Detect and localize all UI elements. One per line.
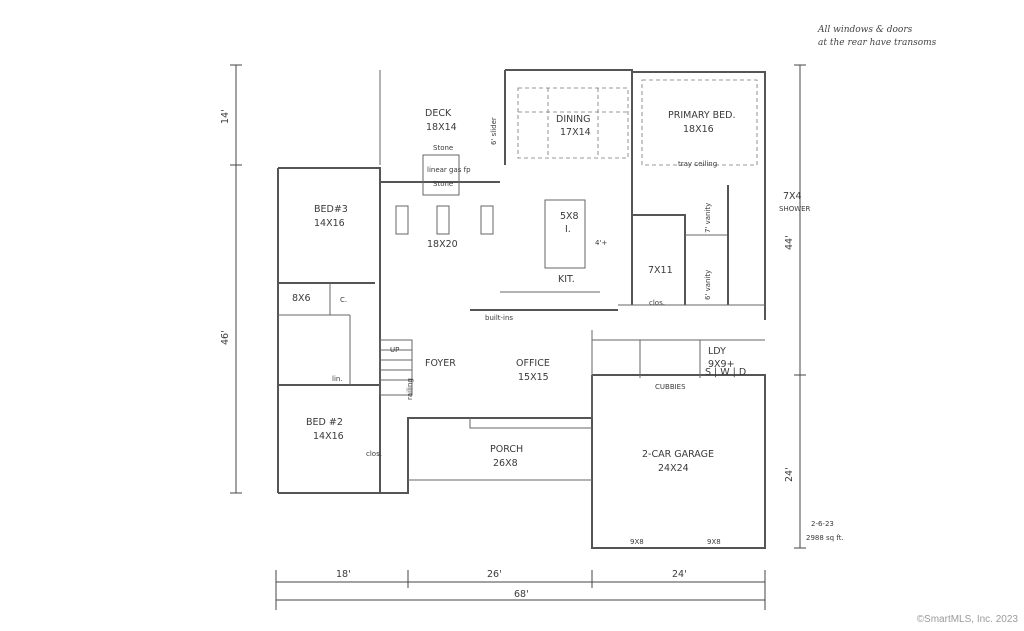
stone-label-top: Stone xyxy=(433,144,453,152)
plan-area: 2988 sq ft. xyxy=(806,534,844,542)
dimension-lines xyxy=(230,64,806,610)
garage-size: 24X24 xyxy=(658,463,689,474)
note-line-1: All windows & doors xyxy=(817,25,913,35)
dim-left-main: 46' xyxy=(220,330,231,345)
ceiling-dash-lines xyxy=(517,79,758,166)
exterior-walls xyxy=(277,69,766,549)
bath-closet2-label: clos. xyxy=(649,299,665,307)
dining-label: DINING xyxy=(556,114,591,125)
stair-railing-label: railing xyxy=(406,378,414,400)
staircase xyxy=(379,339,413,396)
porch-label: PORCH xyxy=(490,444,523,455)
kitchen-label: KIT. xyxy=(558,274,575,285)
deck-size: 18X14 xyxy=(426,122,457,133)
bed3-size: 14X16 xyxy=(314,218,345,229)
shower-label: SHOWER xyxy=(779,205,811,213)
bath-size: 8X6 xyxy=(292,293,311,304)
fireplace-label: linear gas fp xyxy=(427,166,471,174)
tray-ceiling-note: tray ceiling xyxy=(678,160,717,168)
dim-bottom-2: 26' xyxy=(487,569,502,580)
note-line-2: at the rear have transoms xyxy=(818,38,937,48)
vanity2-label: 6' vanity xyxy=(704,270,712,300)
garage-door-2-label: 9X8 xyxy=(707,538,721,546)
dim-bottom-1: 18' xyxy=(336,569,351,580)
stone-label-bottom: Stone xyxy=(433,180,453,188)
dim-left-top: 14' xyxy=(220,109,231,124)
deck-label: DECK xyxy=(425,108,452,119)
copyright-notice: ©SmartMLS, Inc. 2023 xyxy=(916,614,1018,625)
kitchen-island xyxy=(544,199,586,269)
dim-right-top: 44' xyxy=(784,235,795,250)
foyer-label: FOYER xyxy=(425,358,456,369)
interior-walls xyxy=(278,185,765,418)
slider-label: 6' slider xyxy=(490,117,498,145)
primary-bed-size: 18X16 xyxy=(683,124,714,135)
island-size: 5X8 xyxy=(560,211,579,222)
porch-size: 26X8 xyxy=(493,458,518,469)
plan-date: 2-6-23 xyxy=(811,520,834,528)
fireplace xyxy=(422,154,460,196)
laundry-appliances: S | W | D xyxy=(705,367,746,378)
bed3-label: BED#3 xyxy=(314,204,348,215)
refrigerator-note: 4'+ xyxy=(595,239,607,247)
linen-label: lin. xyxy=(332,375,343,383)
dim-bottom-3: 24' xyxy=(672,569,687,580)
bath2-size: 7X11 xyxy=(648,265,673,276)
great-room-size: 18X20 xyxy=(427,239,458,250)
bed2-closet-label: clos. xyxy=(366,450,382,458)
laundry-label: LDY xyxy=(708,346,726,357)
cubbies-label: CUBBIES xyxy=(655,383,686,391)
vanity1-label: 7' vanity xyxy=(704,203,712,233)
dim-bottom-total: 68' xyxy=(514,589,529,600)
office-label: OFFICE xyxy=(516,358,550,369)
primary-bed-label: PRIMARY BED. xyxy=(668,110,736,121)
bed2-label: BED #2 xyxy=(306,417,343,428)
office-size: 15X15 xyxy=(518,372,549,383)
island-label: I. xyxy=(565,224,571,235)
shower-size: 7X4 xyxy=(783,191,802,202)
garage-door-1-label: 9X8 xyxy=(630,538,644,546)
stair-up-label: UP xyxy=(390,346,399,354)
kitchen-fixtures xyxy=(395,154,586,269)
bath-closet-label: C. xyxy=(340,296,347,304)
garage-label: 2-CAR GARAGE xyxy=(642,449,714,460)
laundry-size: 9X9+ xyxy=(708,359,735,370)
builtins-label: built-ins xyxy=(485,314,513,322)
dim-right-bottom: 24' xyxy=(784,467,795,482)
dining-size: 17X14 xyxy=(560,127,591,138)
bed2-size: 14X16 xyxy=(313,431,344,442)
